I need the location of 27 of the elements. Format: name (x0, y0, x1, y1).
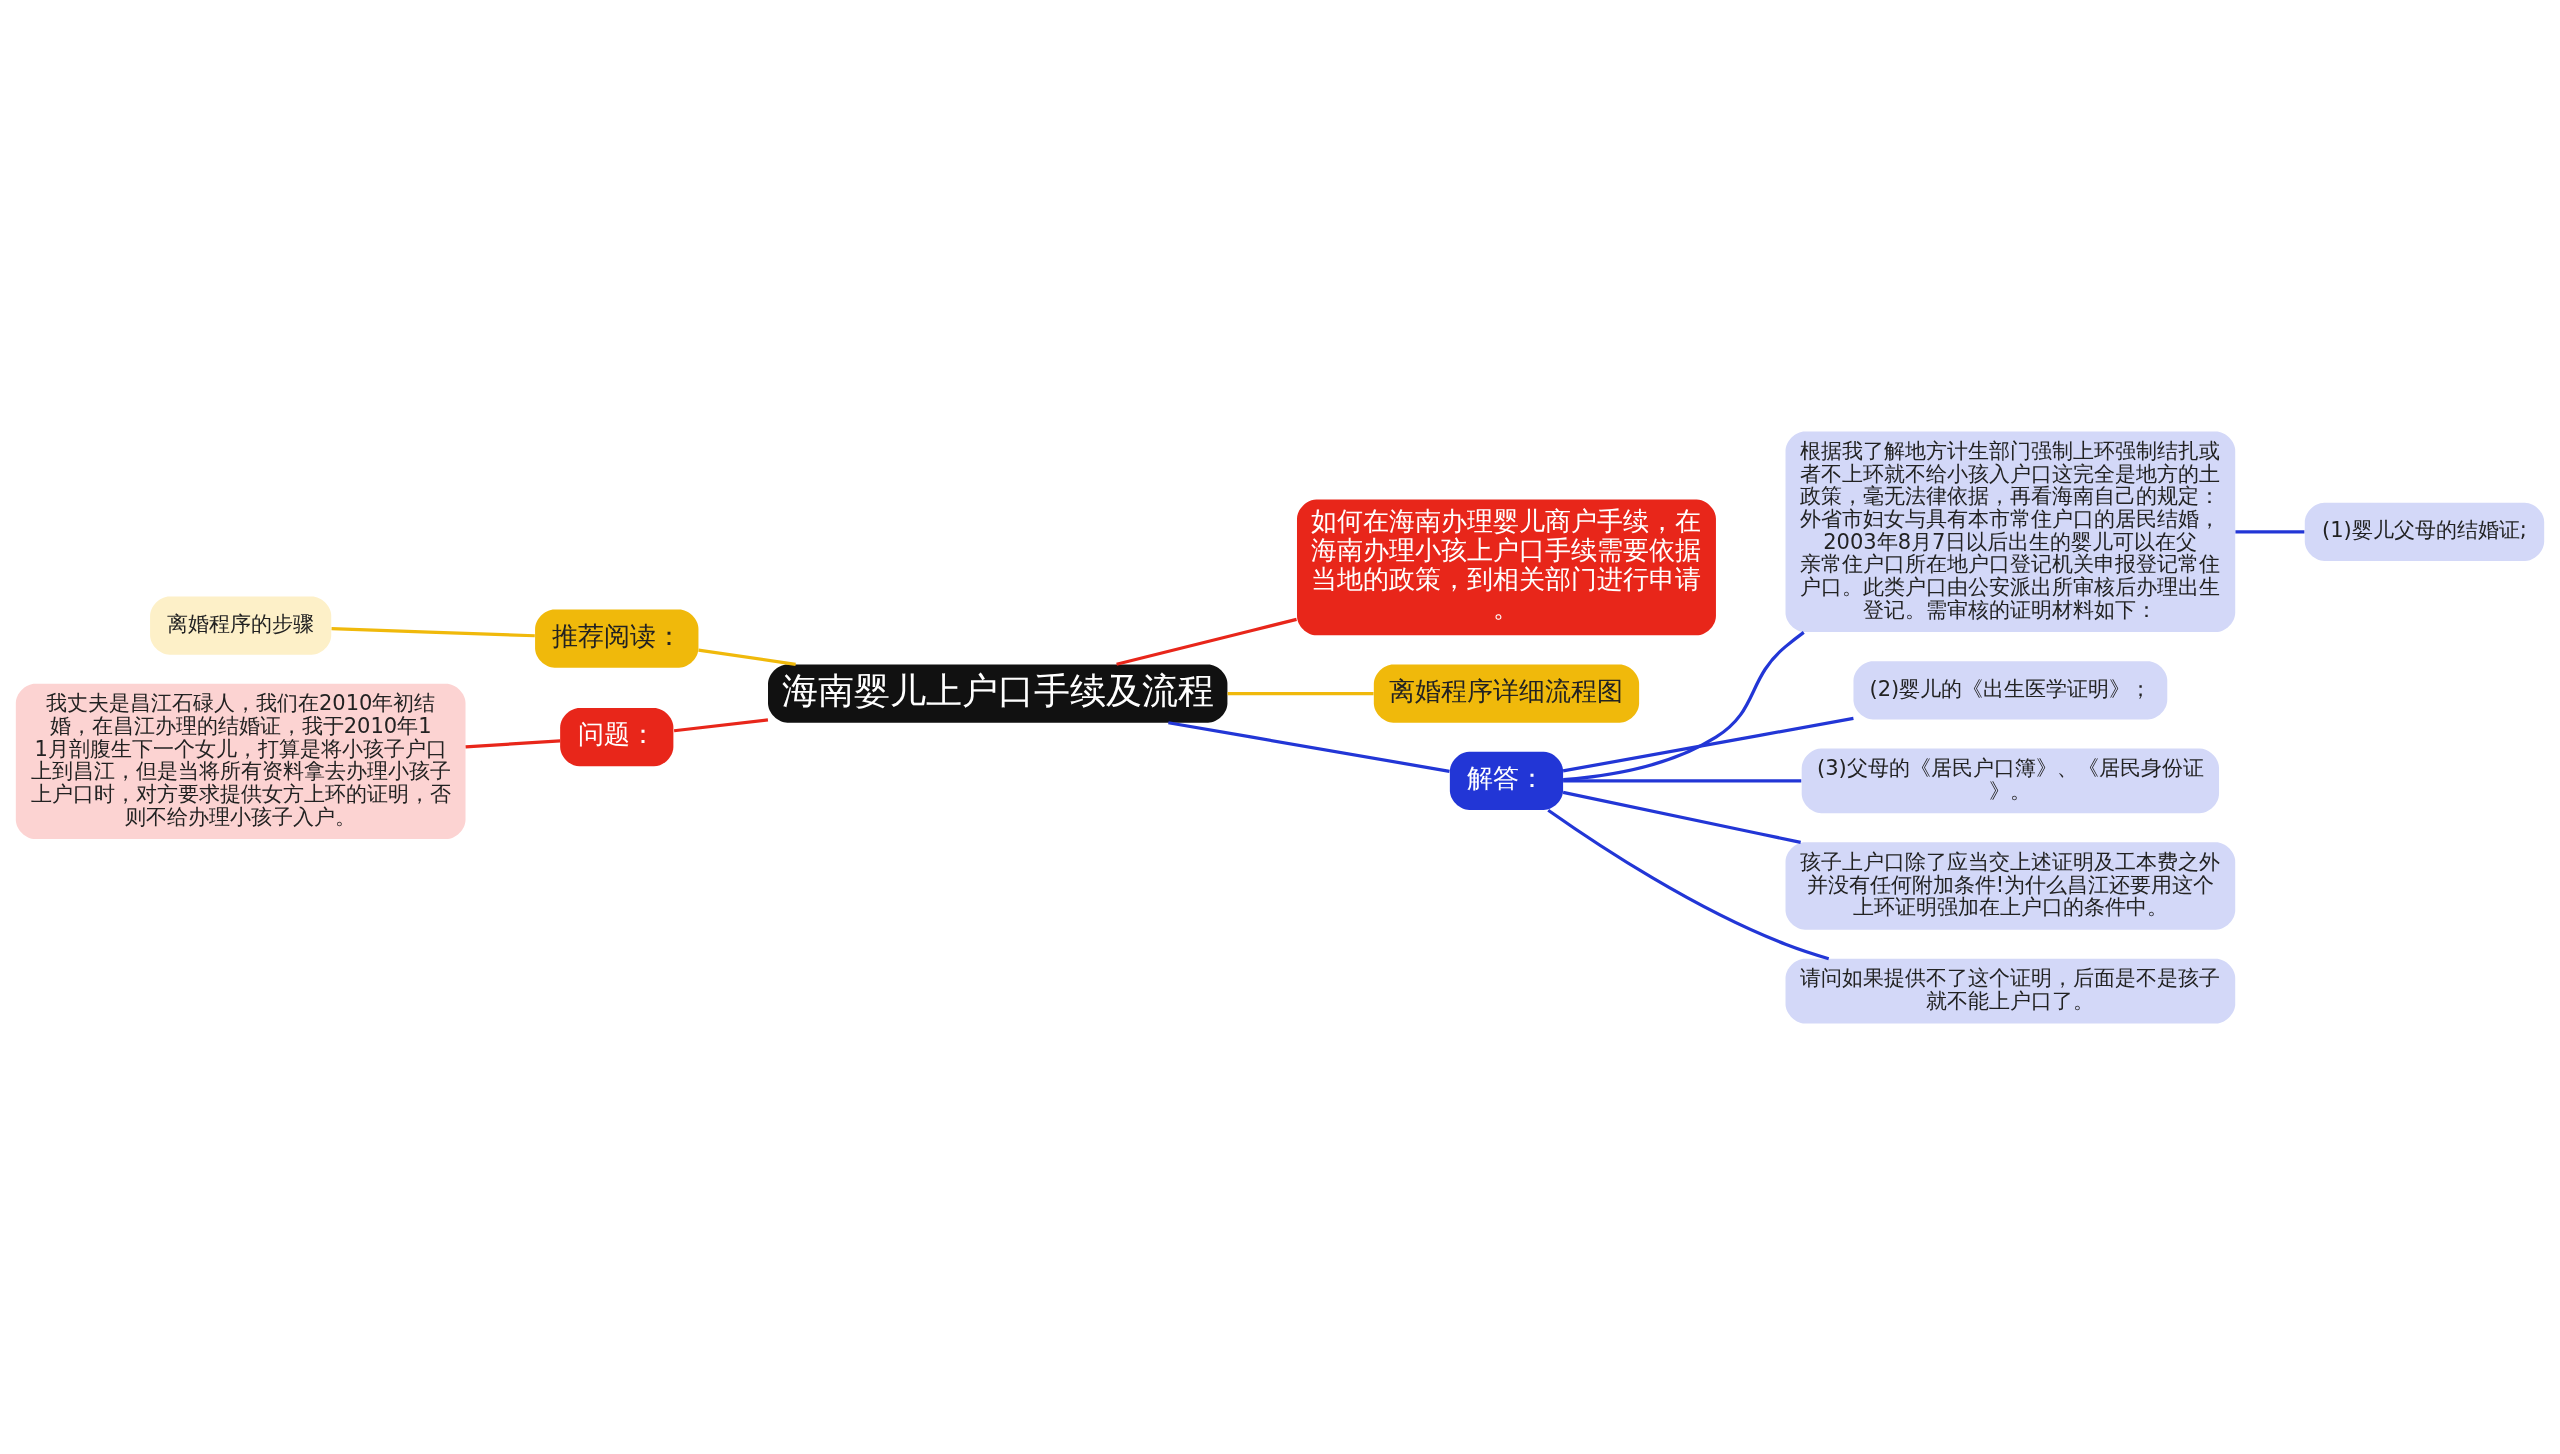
node-box: (3)父母的《居民户口簿》、《居民身份证》。 (1801, 748, 2220, 813)
connector (673, 717, 769, 732)
connector (1547, 808, 1830, 960)
connector (331, 626, 535, 637)
connector (698, 648, 796, 666)
node-box: 问题： (560, 707, 674, 766)
node-box: 我丈夫是昌江石碌人，我们在2010年初结婚，在昌江办理的结婚证，我于2010年11月剖腹生下一个女儿，打算是将小孩子户口上到昌江，但是当将所有资料拿去办理小孩子上户口时，对方要求提供女方上环的证明，否则不给办理小孩子入户。 (15, 683, 466, 839)
node-box: 海南婴儿上户口手续及流程 (768, 663, 1228, 723)
node-box: 推荐阅读： (535, 608, 699, 668)
node-box: 离婚程序详细流程图 (1373, 663, 1640, 723)
node-box: 孩子上户口除了应当交上述证明及工本费之外并没有任何附加条件!为什么昌江还要用这个上环证明强加在上户口的条件中。 (1785, 841, 2236, 930)
connector (1562, 716, 1854, 773)
connector (1563, 778, 1802, 782)
connector (465, 738, 561, 749)
connector (1563, 630, 1805, 781)
node-box: (2)婴儿的《出生医学证明》； (1853, 660, 2168, 719)
connector (2235, 529, 2305, 533)
node-box: 离婚程序的步骤 (150, 595, 332, 655)
node-box: 根据我了解地方计生部门强制上环强制结扎或者不上环就不给小孩入户口这完全是地方的土政策，毫无法律依据，再看海南自己的规定：外省市妇女与具有本市常住户口的居民结婚，2003年8月7日以后出生的婴儿可以在父亲常住户口所在地户口登记机关申报登记常住户口。此类户口由公安派出所审核后办理出生登记。需审核的证明材料如下： (1785, 430, 2236, 632)
connector (1116, 617, 1297, 666)
node-box: (1)婴儿父母的结婚证; (2304, 502, 2545, 561)
connector (1227, 691, 1374, 695)
connector (1562, 790, 1801, 844)
node-box: 解答： (1449, 751, 1564, 810)
node-box: 请问如果提供不了这个证明，后面是不是孩子就不能上户口了。 (1785, 958, 2236, 1024)
node-box: 如何在海南办理婴儿商户手续，在海南办理小孩上户口手续需要依据当地的政策，到相关部门进行申请。 (1297, 498, 1716, 635)
connector (1168, 720, 1450, 773)
